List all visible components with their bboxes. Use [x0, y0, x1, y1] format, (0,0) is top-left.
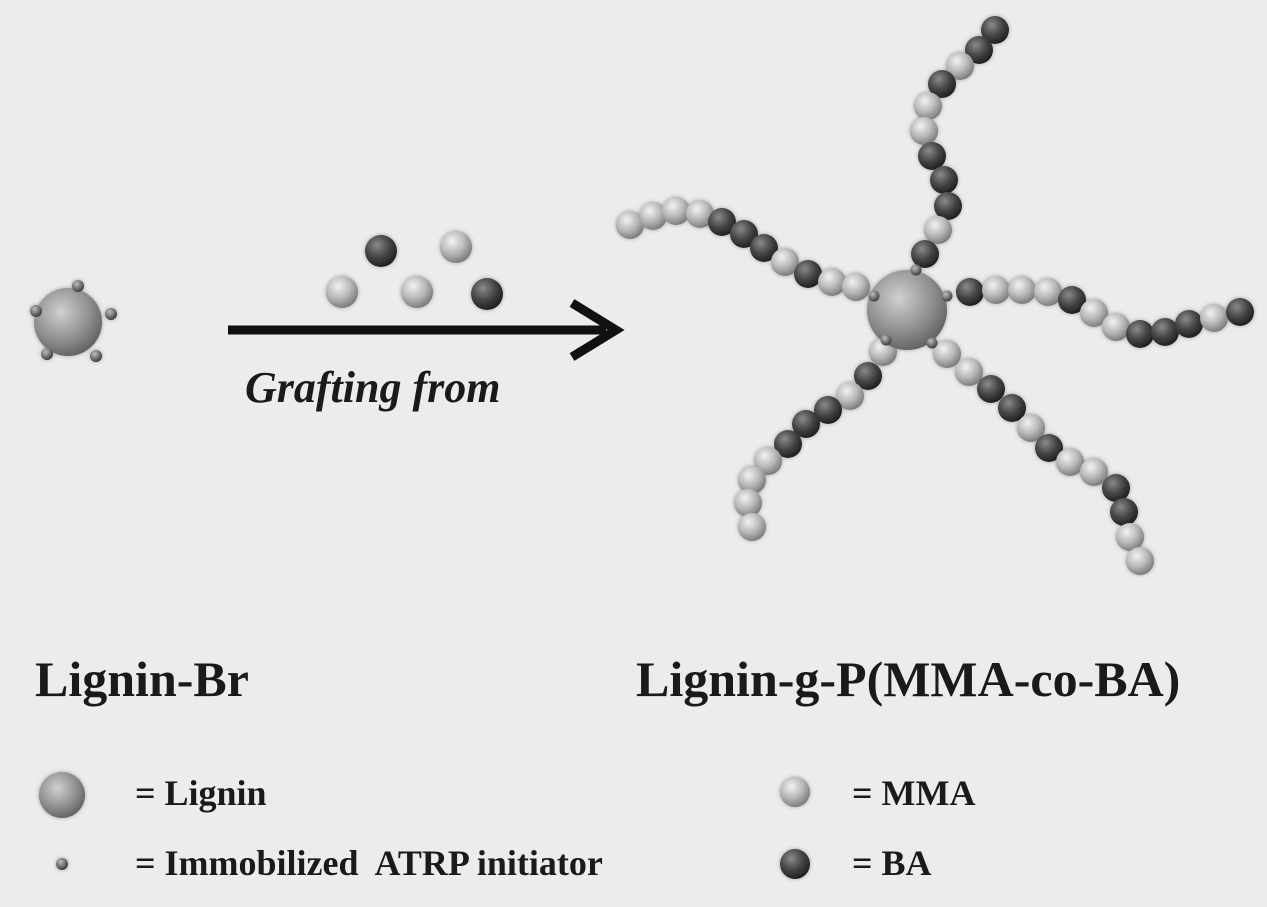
mma-monomer	[326, 276, 358, 308]
initiator-site	[41, 348, 53, 360]
legend-mma-label: = MMA	[852, 773, 976, 813]
polymer-chain	[956, 276, 1254, 348]
mma-monomer	[401, 276, 433, 308]
initiator-site	[868, 290, 880, 302]
legend-initiator-symbol	[56, 858, 68, 870]
arrow-label: Grafting from	[245, 363, 501, 412]
ba-monomer	[471, 278, 503, 310]
legend-lignin-label: = Lignin	[135, 773, 267, 813]
initiator-site	[880, 334, 892, 346]
initiator-site	[105, 308, 117, 320]
polymer-chain	[910, 16, 1009, 268]
initiator-site	[910, 264, 922, 276]
ba-monomer	[365, 235, 397, 267]
legend-initiator-label: = Immobilized ATRP initiator	[135, 843, 603, 883]
initiator-site	[941, 290, 953, 302]
polymer-chain	[933, 340, 1154, 575]
lignin-core	[867, 270, 947, 350]
lignin-br-particle	[30, 280, 117, 362]
polymer-chain	[616, 197, 870, 301]
initiator-site	[30, 305, 42, 317]
initiator-site	[926, 337, 938, 349]
polymer-chain	[734, 338, 897, 541]
reaction-arrow	[228, 299, 625, 361]
initiator-site	[72, 280, 84, 292]
free-monomers	[326, 231, 503, 310]
polymer-chains	[616, 16, 1254, 575]
legend-ba-symbol	[780, 849, 810, 879]
product-label: Lignin-g-P(MMA-co-BA)	[636, 651, 1181, 707]
legend-lignin-symbol	[39, 772, 85, 818]
legend-symbols	[39, 772, 810, 879]
mma-monomer	[440, 231, 472, 263]
legend-ba-label: = BA	[852, 843, 932, 883]
reactant-label: Lignin-Br	[35, 651, 249, 707]
legend-mma-symbol	[780, 777, 810, 807]
initiator-site	[90, 350, 102, 362]
